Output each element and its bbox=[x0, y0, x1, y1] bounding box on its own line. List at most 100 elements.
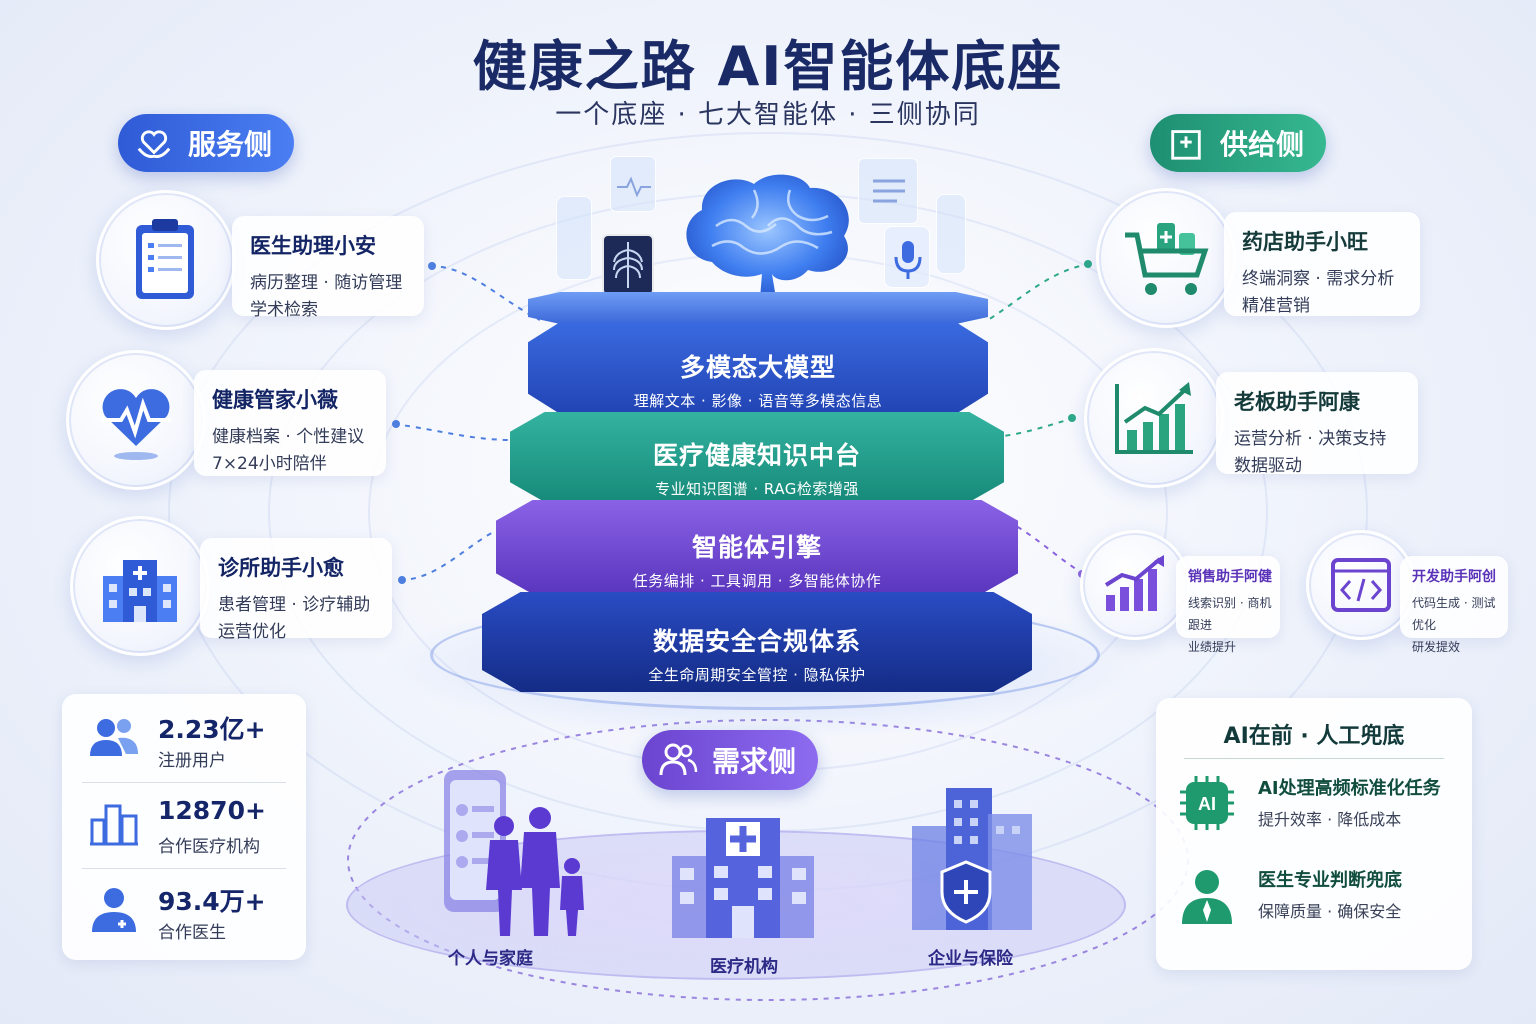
ai-row-ai-tasks: AI AI处理高频标准化任务 提升效率 · 降低成本 bbox=[1178, 770, 1468, 840]
agent-desc: 运营优化 bbox=[218, 622, 286, 642]
code-window-icon bbox=[1331, 558, 1391, 612]
agent-desc: 运营分析 · 决策支持 bbox=[1234, 429, 1387, 449]
agent-desc: 健康档案 · 个性建议 bbox=[212, 427, 365, 447]
agent-desc: 代码生成 · 测试优化 bbox=[1412, 596, 1496, 632]
agent-desc: 7×24小时陪伴 bbox=[212, 454, 327, 474]
layer-title: 数据安全合规体系 bbox=[652, 627, 861, 656]
family-icon bbox=[438, 770, 598, 940]
growth-chart-icon bbox=[1115, 382, 1193, 454]
stat-label: 注册用户 bbox=[158, 751, 226, 771]
agent-desc: 线索识别 · 商机跟进 bbox=[1188, 596, 1272, 632]
layer-subtitle: 理解文本 · 影像 · 语音等多模态信息 bbox=[633, 392, 883, 410]
ai-chip-icon: AI bbox=[1180, 776, 1234, 830]
agent-desc: 终端洞察 · 需求分析 bbox=[1242, 269, 1395, 289]
pharmacy-cart-icon bbox=[1125, 223, 1209, 295]
enterprise-insurance-icon bbox=[908, 780, 1038, 930]
page-subtitle: 一个底座 · 七大智能体 · 三侧协同 bbox=[555, 100, 981, 130]
hospital-icon bbox=[668, 812, 818, 938]
heart-pulse-icon bbox=[101, 389, 171, 460]
demand-group-family: 个人与家庭 bbox=[448, 949, 533, 969]
stat-value: 2.23亿+ bbox=[158, 715, 266, 744]
agent-desc: 学术检索 bbox=[250, 300, 318, 320]
microphone-icon bbox=[884, 226, 930, 288]
doctor-icon bbox=[92, 888, 136, 932]
demand-side-pill: 需求侧 bbox=[642, 730, 819, 790]
ai-row-doctor-backup: 医生专业判断兜底 保障质量 · 确保安全 bbox=[1178, 862, 1468, 932]
agent-name: 药店助手小旺 bbox=[1242, 230, 1368, 254]
hospital-building-icon bbox=[1166, 123, 1206, 163]
doctor-assistant-badge bbox=[96, 190, 236, 330]
agent-desc: 精准营销 bbox=[1242, 296, 1310, 316]
stat-medical-institutions: 12870+ 合作医疗机构 bbox=[84, 784, 284, 864]
demand-group-institution: 医疗机构 bbox=[710, 957, 778, 977]
agent-desc: 病历整理 · 随访管理 bbox=[250, 273, 403, 293]
agent-card-pharmacy-assistant[interactable]: 药店助手小旺 终端洞察 · 需求分析 精准营销 bbox=[1224, 212, 1420, 316]
agent-card-sales-assistant[interactable]: 销售助手阿健 线索识别 · 商机跟进 业绩提升 bbox=[1176, 556, 1280, 654]
divider bbox=[82, 868, 286, 869]
ai-first-panel: AI在前 · 人工兜底 AI AI处理高频标准化任务 提升效率 · 降低成本 医… bbox=[1156, 698, 1472, 970]
ai-row-desc: 提升效率 · 降低成本 bbox=[1258, 810, 1402, 829]
layer-title: 多模态大模型 bbox=[679, 353, 836, 382]
group-users-icon bbox=[658, 740, 698, 780]
layer-agent-engine[interactable]: 智能体引擎 任务编排 · 工具调用 · 多智能体协作 bbox=[496, 500, 1018, 594]
svg-text:AI: AI bbox=[1198, 794, 1216, 814]
layer-knowledge-platform[interactable]: 医疗健康知识中台 专业知识图谱 · RAG检索增强 bbox=[510, 412, 1004, 502]
supply-side-label: 供给侧 bbox=[1220, 128, 1305, 161]
stat-label: 合作医疗机构 bbox=[158, 837, 260, 857]
ai-row-desc: 保障质量 · 确保安全 bbox=[1258, 902, 1402, 921]
boss-assistant-badge bbox=[1084, 348, 1224, 488]
service-side-label: 服务侧 bbox=[188, 128, 273, 161]
stats-panel: 2.23亿+ 注册用户 12870+ 合作医疗机构 93.4万+ 合作医生 bbox=[62, 694, 306, 960]
ai-panel-title: AI在前 · 人工兜底 bbox=[1223, 724, 1405, 749]
buildings-icon bbox=[90, 804, 138, 846]
agent-card-dev-assistant[interactable]: 开发助手阿创 代码生成 · 测试优化 研发提效 bbox=[1400, 556, 1508, 654]
layer-subtitle: 任务编排 · 工具调用 · 多智能体协作 bbox=[632, 572, 882, 590]
document-panel-icon bbox=[858, 158, 918, 224]
demand-group-enterprise: 企业与保险 bbox=[928, 949, 1013, 969]
clinic-icon bbox=[103, 560, 177, 622]
pharmacy-assistant-badge bbox=[1096, 188, 1236, 328]
divider bbox=[82, 782, 286, 783]
ecg-panel-icon bbox=[610, 156, 656, 212]
stat-value: 93.4万+ bbox=[158, 887, 266, 916]
agent-name: 诊所助手小愈 bbox=[218, 556, 344, 580]
sales-chart-icon bbox=[1104, 555, 1164, 611]
heart-hands-icon bbox=[134, 123, 174, 163]
layer-subtitle: 专业知识图谱 · RAG检索增强 bbox=[655, 480, 859, 498]
xray-icon bbox=[602, 234, 654, 296]
layer-data-security[interactable]: 数据安全合规体系 全生命周期安全管控 · 隐私保护 bbox=[482, 592, 1032, 692]
agent-card-clinic-assistant[interactable]: 诊所助手小愈 患者管理 · 诊疗辅助 运营优化 bbox=[200, 538, 392, 642]
stat-value: 12870+ bbox=[158, 796, 266, 825]
layer-subtitle: 全生命周期安全管控 · 隐私保护 bbox=[648, 666, 866, 684]
service-side-pill: 服务侧 bbox=[118, 114, 295, 172]
agent-desc: 数据驱动 bbox=[1234, 456, 1302, 476]
agent-desc: 研发提效 bbox=[1412, 640, 1461, 654]
divider bbox=[1184, 758, 1444, 759]
brain-icon bbox=[672, 166, 862, 306]
agent-desc: 患者管理 · 诊疗辅助 bbox=[218, 595, 371, 615]
floating-panel bbox=[556, 196, 592, 280]
agent-card-health-butler[interactable]: 健康管家小薇 健康档案 · 个性建议 7×24小时陪伴 bbox=[194, 370, 386, 476]
supply-side-pill: 供给侧 bbox=[1150, 114, 1327, 172]
tower-cap bbox=[528, 292, 988, 324]
agent-name: 医生助理小安 bbox=[250, 234, 376, 258]
doctor-person-icon bbox=[1182, 870, 1232, 924]
sales-assistant-badge bbox=[1080, 530, 1190, 640]
health-butler-badge bbox=[66, 350, 206, 490]
stat-doctors: 93.4万+ 合作医生 bbox=[84, 870, 284, 950]
agent-name: 老板助手阿康 bbox=[1234, 390, 1360, 414]
clipboard-icon bbox=[136, 219, 194, 299]
layer-title: 智能体引擎 bbox=[691, 533, 822, 562]
agent-card-boss-assistant[interactable]: 老板助手阿康 运营分析 · 决策支持 数据驱动 bbox=[1216, 372, 1418, 476]
layer-multimodal-model[interactable]: 多模态大模型 理解文本 · 影像 · 语音等多模态信息 bbox=[528, 322, 988, 414]
agent-card-doctor-assistant[interactable]: 医生助理小安 病历整理 · 随访管理 学术检索 bbox=[232, 216, 424, 320]
ai-row-title: 医生专业判断兜底 bbox=[1258, 870, 1402, 891]
agent-name: 健康管家小薇 bbox=[212, 388, 338, 412]
stat-label: 合作医生 bbox=[158, 923, 226, 943]
agent-name: 销售助手阿健 bbox=[1188, 569, 1272, 585]
agent-desc: 业绩提升 bbox=[1188, 640, 1237, 654]
users-icon bbox=[90, 719, 138, 756]
stat-registered-users: 2.23亿+ 注册用户 bbox=[84, 698, 284, 778]
clinic-assistant-badge bbox=[70, 516, 210, 656]
layer-title: 医疗健康知识中台 bbox=[652, 441, 861, 470]
